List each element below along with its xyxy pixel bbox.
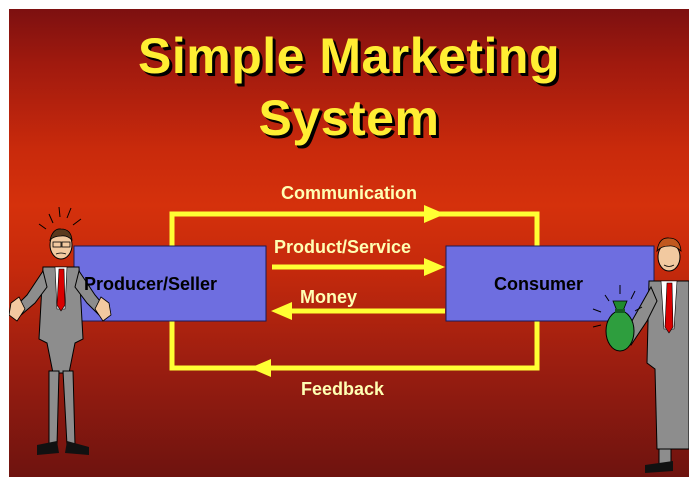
title-line-1: Simple Marketing [138,28,560,84]
businessman-icon [9,206,112,455]
flow-label-communication: Communication [281,183,418,203]
slide: Simple Marketing System [9,9,689,477]
flow-label-product-service: Product/Service [274,237,412,257]
flow-label-money: Money [300,287,358,307]
feedback-flow [169,321,540,377]
product-service-arrow [272,258,445,276]
money-bag-icon [592,285,643,352]
consumer-label: Consumer [494,274,584,294]
flow-label-feedback: Feedback [301,379,385,399]
businessman-icon [622,237,689,473]
title-line-2: System [258,90,440,146]
producer-label: Producer/Seller [84,274,218,294]
money-arrow [271,302,445,320]
marketing-diagram [9,205,689,473]
communication-flow [169,205,540,249]
